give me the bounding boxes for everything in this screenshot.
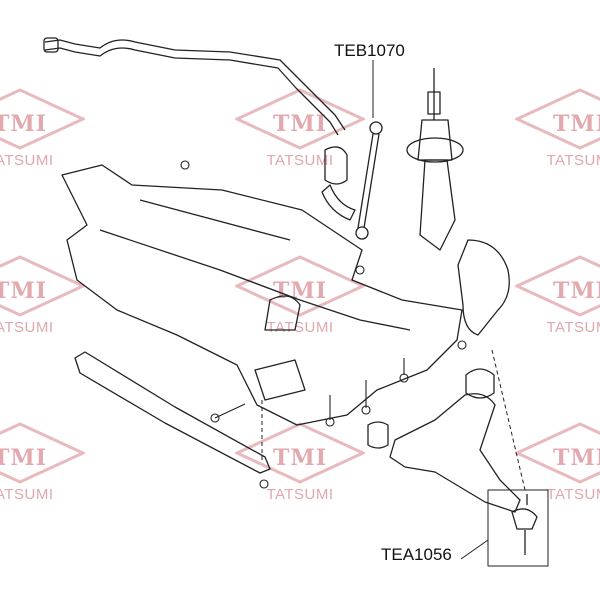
tmi-logo-diamond [0,422,85,484]
tmi-logo-text: TMI [272,111,327,137]
tmi-logo-text: TMI [272,445,327,471]
tatsumi-brand-text: TATSUMI [546,319,600,336]
tmi-logo-text: TMI [0,111,47,137]
tmi-logo-text: TMI [552,445,600,471]
stabilizer-link [355,121,383,240]
stabilizer-bushing [324,146,348,185]
tmi-logo-diamond [0,255,85,317]
tmi-logo-diamond [235,255,365,317]
tmi-logo-text: TMI [552,278,600,304]
tatsumi-watermark: TMI TATSUMI [515,255,600,336]
tatsumi-watermark: TMI TATSUMI [0,422,85,503]
tatsumi-brand-text: TATSUMI [0,152,54,169]
tmi-logo-text: TMI [552,111,600,137]
stabilizer-bar [44,39,346,131]
tatsumi-brand-text: TATSUMI [266,152,334,169]
tatsumi-watermark: TMI TATSUMI [235,422,365,503]
bolts [180,160,467,489]
ball-joint [460,489,549,567]
control-arm-bushing [465,368,495,399]
front-subframe [61,164,463,426]
tatsumi-brand-text: TATSUMI [266,486,334,503]
tatsumi-watermark: TMI TATSUMI [235,88,365,169]
steering-knuckle [457,239,510,336]
tmi-logo-diamond [515,88,600,150]
tmi-logo-text: TMI [0,445,47,471]
tmi-logo-diamond [0,88,85,150]
tatsumi-brand-text: TATSUMI [546,486,600,503]
tatsumi-watermark: TMI TATSUMI [515,88,600,169]
tatsumi-watermark: TMI TATSUMI [515,422,600,503]
tatsumi-watermark: TMI TATSUMI [0,255,85,336]
tmi-logo-diamond [515,422,600,484]
tmi-logo-diamond [515,255,600,317]
tatsumi-brand-text: TATSUMI [266,319,334,336]
callout-teb1070[interactable]: TEB1070 [334,41,405,60]
lower-control-arm [389,393,521,513]
tmi-logo-text: TMI [0,278,47,304]
strut-assembly [406,68,464,251]
tatsumi-brand-text: TATSUMI [0,319,54,336]
tatsumi-watermark: TMI TATSUMI [0,88,85,169]
tatsumi-brand-text: TATSUMI [546,152,600,169]
callout-tea1056[interactable]: TEA1056 [381,545,452,564]
reinforcement-bar [74,351,271,474]
tmi-logo-diamond [235,422,365,484]
tmi-logo-diamond [235,88,365,150]
tatsumi-brand-text: TATSUMI [0,486,54,503]
